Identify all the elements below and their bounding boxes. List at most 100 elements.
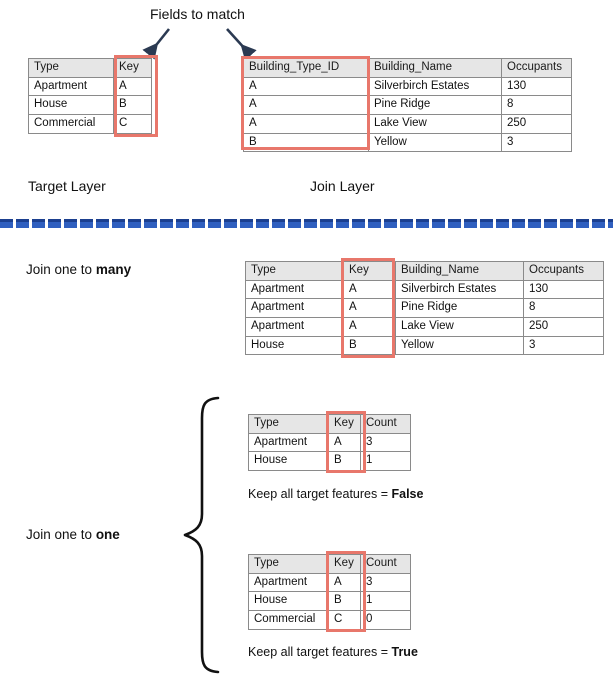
cell-count: 0 — [360, 609, 411, 630]
cell-occupants: 250 — [501, 113, 572, 134]
column-header-building-name: Building_Name — [395, 261, 524, 281]
table-row: Apartment A Lake View 250 — [245, 316, 604, 337]
column-header-count: Count — [360, 554, 411, 574]
arrow-to-join-key-icon — [222, 26, 262, 61]
cell-type: Commercial — [28, 113, 114, 134]
table-row: B Yellow 3 — [243, 132, 572, 153]
join-one-to-many-result-table: Type Key Building_Name Occupants Apartme… — [245, 261, 604, 356]
table-row: Commercial C — [28, 113, 152, 134]
table-row: A Silverbirch Estates 130 — [243, 76, 572, 97]
one-to-one-false-table-wrap: Type Key Count Apartment A 3 House B 1 — [248, 414, 411, 471]
table-row: Apartment A — [28, 76, 152, 97]
column-header-key: Key — [328, 414, 361, 434]
target-layer-table: Type Key Apartment A House B Commercial … — [28, 58, 152, 134]
join-layer-caption: Join Layer — [310, 178, 375, 194]
cell-occupants: 130 — [523, 279, 604, 300]
cell-occupants: 8 — [501, 95, 572, 115]
target-layer-table-wrap: Type Key Apartment A House B Commercial … — [28, 58, 152, 134]
join-one-to-one-emphasis: one — [95, 527, 120, 542]
table-row: Apartment A 3 — [248, 572, 411, 593]
cell-key: C — [328, 609, 361, 630]
keep-all-true-prefix: Keep all target features = — [248, 645, 392, 659]
column-header-count: Count — [360, 414, 411, 434]
cell-type: Apartment — [245, 316, 344, 337]
join-one-to-one-brace — [182, 396, 224, 674]
keep-all-false-prefix: Keep all target features = — [248, 487, 392, 501]
column-header-type: Type — [248, 414, 329, 434]
cell-count: 1 — [360, 451, 411, 471]
cell-occupants: 3 — [523, 335, 604, 356]
cell-occupants: 130 — [501, 76, 572, 97]
keep-all-true-caption: Keep all target features = True — [248, 645, 418, 659]
keep-all-true-value: True — [391, 645, 418, 659]
cell-key: A — [343, 316, 396, 337]
cell-building-name: Yellow — [395, 335, 524, 356]
table-header-row: Building_Type_ID Building_Name Occupants — [243, 58, 572, 78]
cell-key: B — [328, 591, 361, 611]
table-header-row: Type Key Building_Name Occupants — [245, 261, 604, 281]
keep-all-false-caption: Keep all target features = False — [248, 487, 423, 501]
cell-building-name: Pine Ridge — [368, 95, 502, 115]
join-one-to-many-prefix: Join one to — [26, 262, 96, 277]
table-header-row: Type Key — [28, 58, 152, 78]
cell-type: Apartment — [248, 572, 329, 593]
column-header-type: Type — [28, 58, 114, 78]
cell-key: B — [328, 451, 361, 471]
one-to-one-true-table-wrap: Type Key Count Apartment A 3 House B 1 C… — [248, 554, 411, 630]
column-header-building-type-id: Building_Type_ID — [243, 58, 369, 78]
cell-building-name: Pine Ridge — [395, 298, 524, 318]
join-layer-table-wrap: Building_Type_ID Building_Name Occupants… — [243, 58, 572, 153]
cell-key: A — [343, 298, 396, 318]
cell-occupants: 250 — [523, 316, 604, 337]
table-row: A Pine Ridge 8 — [243, 95, 572, 115]
table-row: House B 1 — [248, 591, 411, 611]
join-one-to-one-false-table: Type Key Count Apartment A 3 House B 1 — [248, 414, 411, 471]
join-one-to-many-emphasis: many — [95, 262, 132, 277]
table-row: House B — [28, 95, 152, 115]
cell-building-type-id: A — [243, 113, 369, 134]
cell-type: Apartment — [28, 76, 114, 97]
cell-count: 3 — [360, 572, 411, 593]
table-row: Apartment A Pine Ridge 8 — [245, 298, 604, 318]
cell-key: A — [328, 572, 361, 593]
cell-type: Apartment — [245, 279, 344, 300]
join-one-to-many-label: Join one to many — [26, 262, 131, 277]
arrow-to-target-key-icon — [140, 26, 180, 60]
column-header-key: Key — [328, 554, 361, 574]
cell-key: A — [343, 279, 396, 300]
table-row: Commercial C 0 — [248, 609, 411, 630]
table-row: Apartment A 3 — [248, 432, 411, 453]
column-header-type: Type — [248, 554, 329, 574]
cell-building-name: Lake View — [395, 316, 524, 337]
cell-key: B — [113, 95, 152, 115]
cell-key: A — [328, 432, 361, 453]
table-row: A Lake View 250 — [243, 113, 572, 134]
cell-type: House — [28, 95, 114, 115]
section-divider — [0, 219, 613, 228]
cell-key: C — [113, 113, 152, 134]
table-row: House B 1 — [248, 451, 411, 471]
join-one-to-one-prefix: Join one to — [26, 527, 96, 542]
cell-key: B — [343, 335, 396, 356]
cell-building-name: Silverbirch Estates — [395, 279, 524, 300]
column-header-type: Type — [245, 261, 344, 281]
cell-building-name: Yellow — [368, 132, 502, 153]
cell-key: A — [113, 76, 152, 97]
column-header-occupants: Occupants — [523, 261, 604, 281]
join-one-to-one-true-table: Type Key Count Apartment A 3 House B 1 C… — [248, 554, 411, 630]
cell-occupants: 3 — [501, 132, 572, 153]
cell-type: House — [248, 451, 329, 471]
cell-type: Commercial — [248, 609, 329, 630]
cell-building-name: Lake View — [368, 113, 502, 134]
cell-type: House — [248, 591, 329, 611]
cell-building-type-id: A — [243, 95, 369, 115]
column-header-key: Key — [343, 261, 396, 281]
table-header-row: Type Key Count — [248, 414, 411, 434]
keep-all-false-value: False — [391, 487, 424, 501]
table-header-row: Type Key Count — [248, 554, 411, 574]
join-layer-table: Building_Type_ID Building_Name Occupants… — [243, 58, 572, 153]
cell-type: House — [245, 335, 344, 356]
cell-building-type-id: A — [243, 76, 369, 97]
cell-building-name: Silverbirch Estates — [368, 76, 502, 97]
table-row: House B Yellow 3 — [245, 335, 604, 356]
